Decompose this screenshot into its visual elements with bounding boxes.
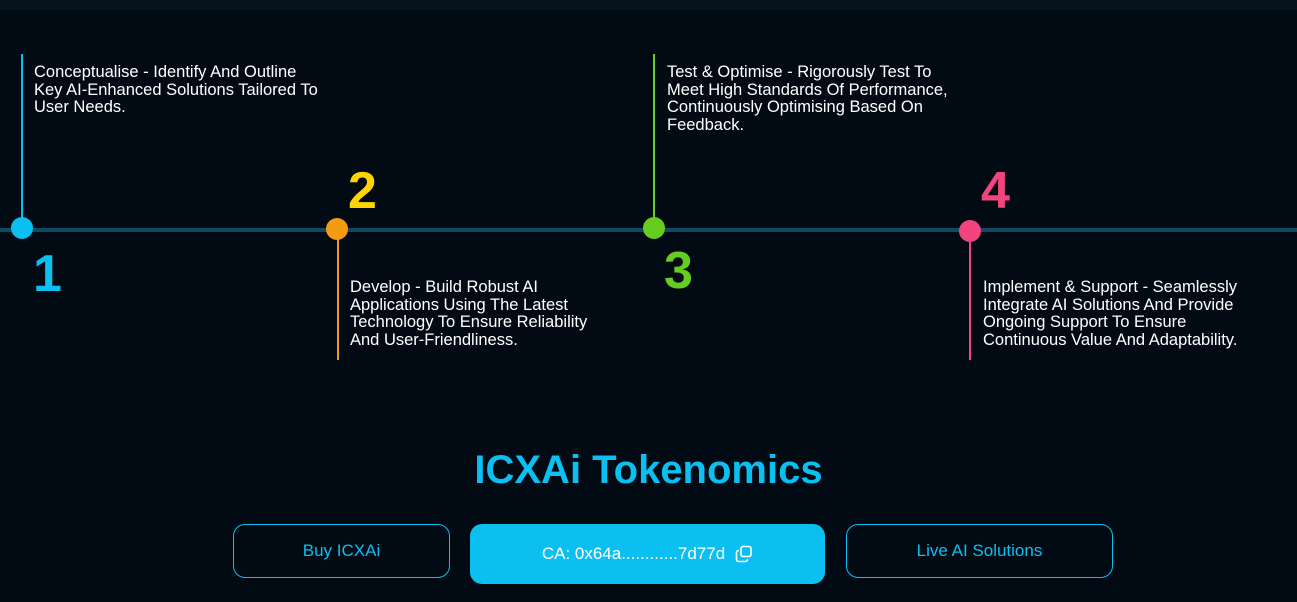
step-4-description: Implement & Support - Seamlessly Integra… — [983, 278, 1238, 349]
contract-address-label: CA: 0x64a............7d77d — [541, 544, 726, 563]
top-strip — [0, 0, 1297, 10]
buy-button[interactable]: Buy ICXAi — [233, 524, 450, 578]
copy-icon[interactable] — [735, 545, 753, 563]
step-1-dot — [11, 217, 33, 239]
step-2-number: 2 — [348, 162, 377, 220]
step-1-number: 1 — [33, 245, 62, 303]
step-2-stem — [337, 232, 339, 360]
step-3-dot — [643, 217, 665, 239]
step-3-description: Test & Optimise - Rigorously Test To Mee… — [667, 63, 948, 134]
step-4-stem — [969, 232, 971, 360]
step-1-description: Conceptualise - Identify And Outline Key… — [34, 63, 318, 116]
live-solutions-button[interactable]: Live AI Solutions — [846, 524, 1113, 578]
step-2-dot — [326, 218, 348, 240]
step-2-description: Develop - Build Robust AI Applications U… — [350, 278, 588, 349]
step-4-number: 4 — [981, 162, 1010, 220]
step-1-stem — [21, 54, 23, 228]
live-solutions-label: Live AI Solutions — [916, 541, 1043, 560]
buy-button-label: Buy ICXAi — [302, 541, 381, 560]
step-3-number: 3 — [664, 242, 693, 300]
contract-address-button[interactable]: CA: 0x64a............7d77d — [470, 524, 825, 584]
step-4-dot — [959, 220, 981, 242]
step-3-stem — [653, 54, 655, 228]
tokenomics-title: ICXAi Tokenomics — [474, 448, 823, 492]
